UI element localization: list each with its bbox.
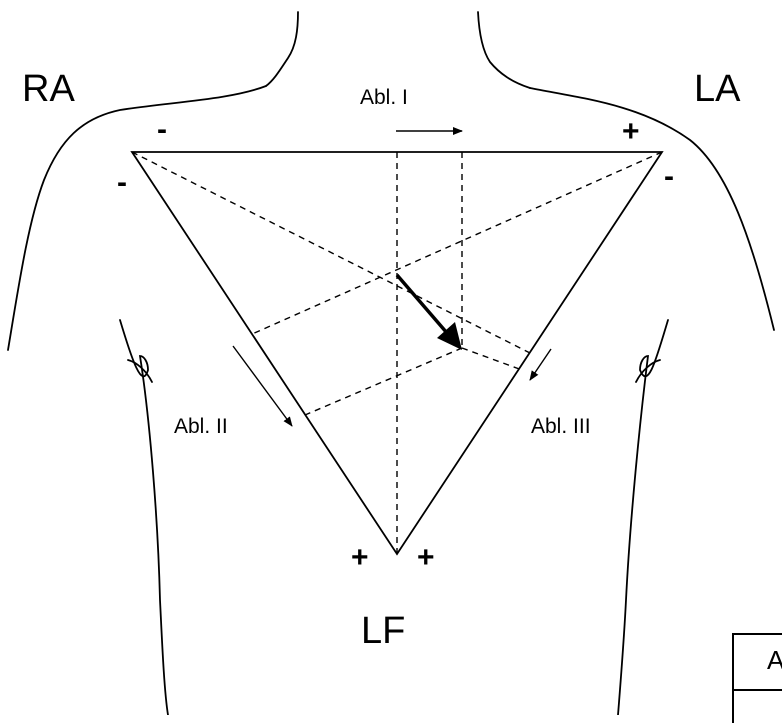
neck-right xyxy=(478,12,530,88)
label-lead-i: Abl. I xyxy=(360,86,408,109)
armpit-right xyxy=(618,320,668,715)
label-ra: RA xyxy=(22,68,75,110)
projection-lead-iii xyxy=(462,348,522,370)
projection-lead-ii xyxy=(305,348,462,415)
shoulder-right xyxy=(530,88,774,330)
projection-lines xyxy=(132,152,662,554)
polarity-la-top: + xyxy=(622,115,640,148)
polarity-ra-top: - xyxy=(157,113,167,146)
label-lead-ii: Abl. II xyxy=(174,415,228,438)
neck-left xyxy=(266,12,298,86)
shoulder-left xyxy=(8,86,266,350)
polarity-la-right: - xyxy=(664,160,674,193)
armpit-left xyxy=(120,320,168,715)
label-lf: LF xyxy=(361,610,405,652)
corner-table-fragment: A xyxy=(732,633,782,723)
polarity-ra-left: - xyxy=(117,166,127,199)
polarity-lf-right: + xyxy=(417,541,435,574)
corner-table-text: A xyxy=(767,645,782,676)
polarity-lf-left: + xyxy=(351,541,369,574)
lead-ii-arrow xyxy=(233,346,292,426)
heart-vector-arrow xyxy=(397,275,462,350)
label-la: LA xyxy=(694,68,741,110)
lead-iii-arrow xyxy=(530,349,551,380)
corner-table-rule xyxy=(734,689,782,691)
label-lead-iii: Abl. III xyxy=(531,415,591,438)
median-lead-ii xyxy=(132,152,530,353)
